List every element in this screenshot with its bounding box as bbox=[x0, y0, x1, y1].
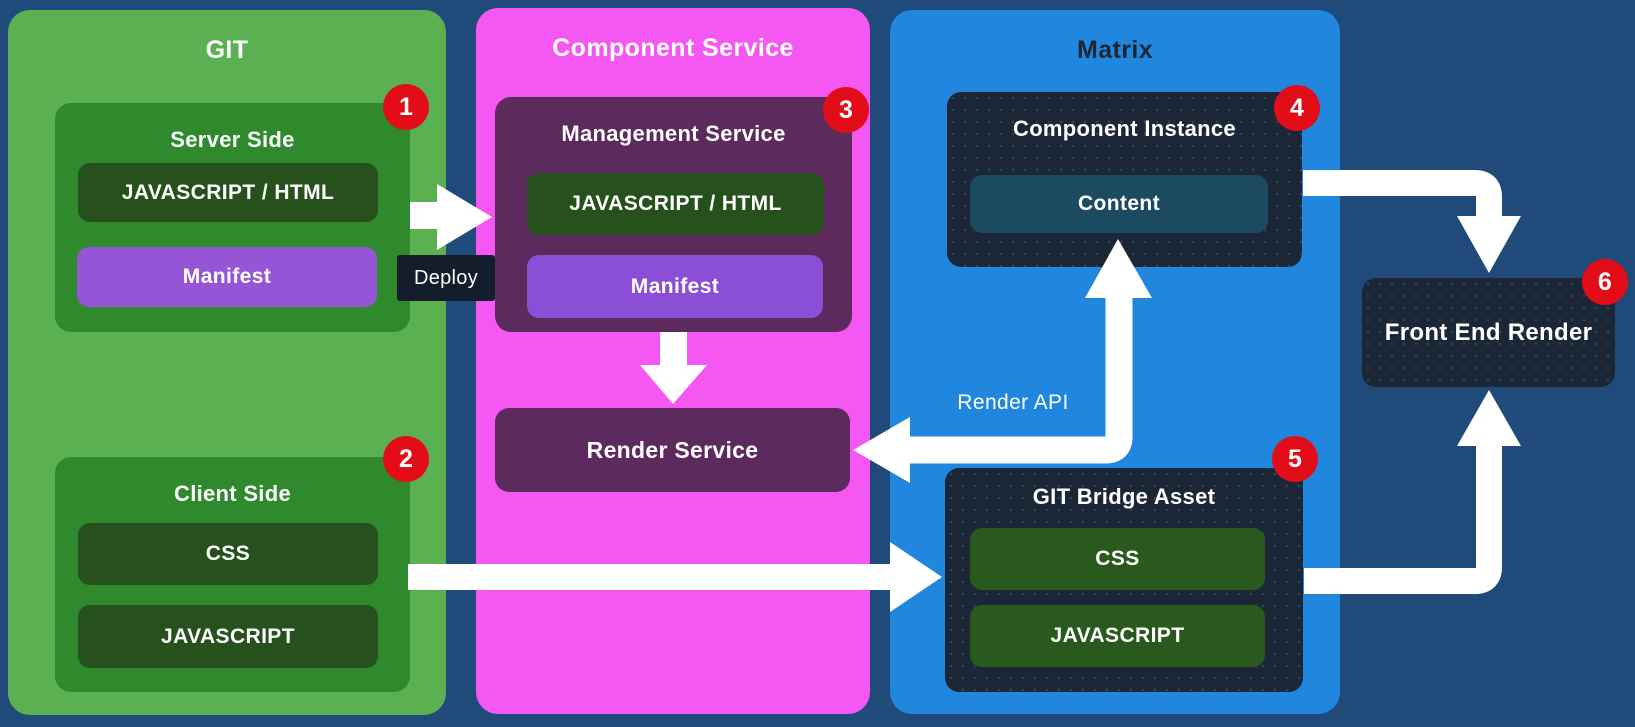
server-side-manifest-chip: Manifest bbox=[77, 247, 377, 307]
management-manifest-chip: Manifest bbox=[527, 255, 823, 318]
matrix-panel: Matrix Component Instance Content 4 GIT … bbox=[890, 10, 1340, 714]
bridge-to-frontend-arrowhead bbox=[1457, 390, 1521, 446]
component-instance-title: Component Instance bbox=[1013, 116, 1236, 141]
server-side-box: Server Side JAVASCRIPT / HTML Manifest 1 bbox=[55, 84, 429, 332]
server-side-javascript-html-chip: JAVASCRIPT / HTML bbox=[78, 163, 378, 222]
management-service-box: Management Service JAVASCRIPT / HTML Man… bbox=[495, 87, 869, 332]
content-chip: Content bbox=[970, 175, 1268, 233]
step-badge-2: 2 bbox=[383, 436, 429, 482]
component-instance-box: Component Instance Content 4 bbox=[947, 85, 1320, 267]
git-panel: GIT Server Side JAVASCRIPT / HTML Manife… bbox=[8, 10, 446, 715]
step-badge-3: 3 bbox=[823, 87, 869, 133]
management-service-title: Management Service bbox=[561, 121, 786, 146]
front-end-render-box: Front End Render 6 bbox=[1362, 259, 1628, 387]
render-api-label: Render API bbox=[957, 391, 1069, 414]
component-service-panel: Component Service Management Service JAV… bbox=[476, 8, 870, 714]
step-badge-1: 1 bbox=[383, 84, 429, 130]
git-panel-title: GIT bbox=[205, 36, 249, 64]
front-end-render-title: Front End Render bbox=[1384, 318, 1593, 346]
bridge-css-chip: CSS bbox=[970, 528, 1265, 590]
matrix-panel-title: Matrix bbox=[1076, 36, 1154, 64]
bridge-javascript-chip: JAVASCRIPT bbox=[970, 605, 1265, 667]
component-service-panel-title: Component Service bbox=[552, 34, 794, 62]
client-side-css-chip: CSS bbox=[78, 523, 378, 585]
step-badge-4: 4 bbox=[1274, 85, 1320, 131]
instance-to-frontend-arrowhead bbox=[1457, 216, 1521, 273]
client-side-javascript-chip: JAVASCRIPT bbox=[78, 605, 378, 668]
step-badge-6: 6 bbox=[1582, 259, 1628, 305]
step-badge-5: 5 bbox=[1272, 436, 1318, 482]
git-bridge-asset-title: GIT Bridge Asset bbox=[1032, 484, 1216, 509]
client-side-box: Client Side CSS JAVASCRIPT 2 bbox=[55, 436, 429, 692]
git-bridge-asset-box: GIT Bridge Asset CSS JAVASCRIPT 5 bbox=[945, 436, 1318, 692]
server-side-title: Server Side bbox=[170, 127, 295, 152]
deploy-label: Deploy bbox=[397, 255, 495, 301]
client-side-title: Client Side bbox=[174, 481, 291, 506]
render-service-box: Render Service bbox=[495, 408, 850, 492]
management-javascript-html-chip: JAVASCRIPT / HTML bbox=[527, 173, 824, 235]
